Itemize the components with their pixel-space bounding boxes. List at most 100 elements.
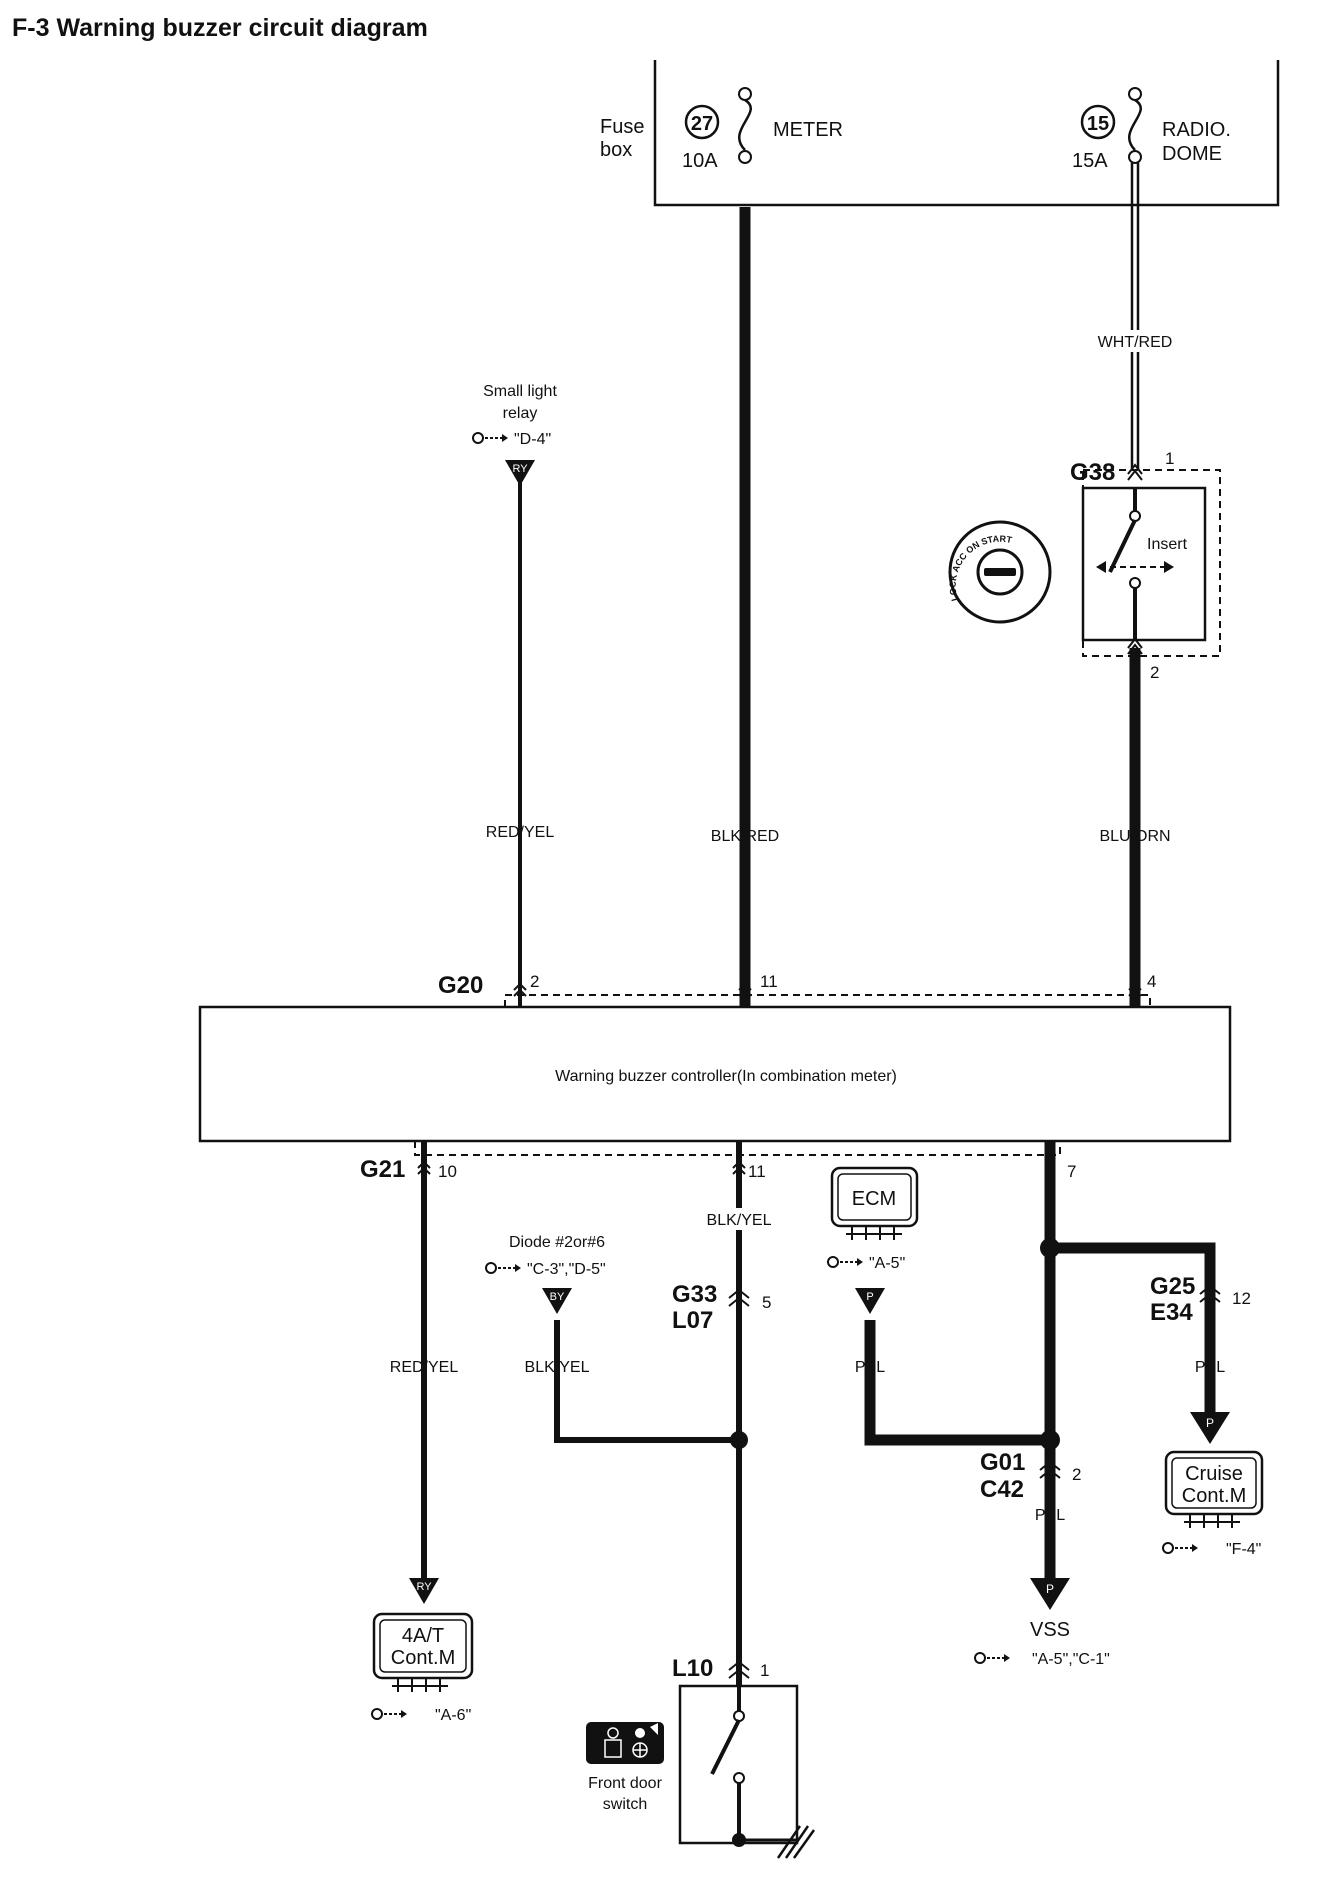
terminal-arrow	[505, 460, 535, 486]
at-control-module: RY 4A/T Cont.M "A-6"	[371, 1578, 474, 1724]
component-label: Front door	[588, 1775, 662, 1792]
fuse-terminal	[1128, 87, 1142, 101]
insert-label: Insert	[1147, 536, 1188, 553]
reference-label: "A-6"	[435, 1707, 471, 1724]
fuse-box-label: Fuse	[600, 116, 644, 138]
wire-ppl-ecm	[864, 1320, 1050, 1446]
reference-eye-icon	[827, 1256, 863, 1268]
reference-eye-icon	[472, 432, 508, 444]
connector-label: G01	[980, 1449, 1025, 1476]
connector-label: E34	[1150, 1299, 1193, 1326]
wire-ppl-cruise	[1050, 1242, 1216, 1412]
terminal-arrow	[855, 1288, 885, 1314]
connector-label: G25	[1150, 1273, 1195, 1300]
pin-number: 2	[1072, 1465, 1081, 1484]
reference-label: "A-5","C-1"	[1032, 1651, 1110, 1668]
controller-label: Warning buzzer controller(In combination…	[555, 1068, 897, 1085]
module-label: Cont.M	[1182, 1485, 1246, 1507]
reference-label: "C-3","D-5"	[527, 1261, 606, 1278]
fuse-terminal	[738, 150, 752, 164]
terminal-arrow	[409, 1578, 439, 1604]
reference-label: "D-4"	[514, 431, 551, 448]
connector-label: G20	[438, 972, 483, 999]
terminal-label: RY	[416, 1581, 432, 1593]
wire-label: RED/YEL	[390, 1359, 459, 1376]
wire-junction	[730, 1431, 748, 1449]
terminal-arrow	[542, 1288, 572, 1314]
connector-g01-c42: G01 C42 2 PPL	[980, 1449, 1081, 1524]
switch-blade	[710, 1719, 741, 1775]
fuse-number: 27	[691, 113, 713, 135]
connector-label: G33	[672, 1281, 717, 1308]
pin-number: 12	[1232, 1289, 1251, 1308]
wire-label: BLK/YEL	[525, 1359, 590, 1376]
pin-number: 10	[438, 1162, 457, 1181]
switch-blade	[1108, 519, 1137, 573]
component-label: Small light	[483, 383, 557, 400]
component-label: relay	[503, 405, 538, 422]
fuse-name: METER	[773, 119, 843, 141]
fuse-15: 15 15A RADIO. DOME	[1072, 87, 1231, 172]
connector-label: G38	[1070, 459, 1115, 486]
vss-output: P VSS "A-5","C-1"	[974, 1578, 1110, 1668]
reference-eye-icon	[371, 1708, 407, 1720]
wire-label: BLU/ORN	[1099, 828, 1170, 845]
wire-label: BLK/YEL	[707, 1212, 772, 1229]
terminal-label: P	[1206, 1416, 1214, 1430]
component-label: switch	[603, 1796, 647, 1813]
fuse-rating: 10A	[682, 150, 718, 172]
connector-label: L10	[672, 1655, 713, 1682]
reference-label: "F-4"	[1226, 1541, 1261, 1558]
fuse-name: DOME	[1162, 143, 1222, 165]
wire-blk-yel-diode	[554, 1320, 739, 1443]
module-label: 4A/T	[402, 1625, 444, 1647]
module-label: ECM	[852, 1188, 896, 1210]
reference-label: "A-5"	[869, 1255, 905, 1272]
page-title: F-3 Warning buzzer circuit diagram	[12, 14, 428, 42]
connector-label: C42	[980, 1476, 1024, 1503]
fuse-27: 27 10A METER	[682, 87, 843, 172]
component-label: Diode #2or#6	[509, 1234, 605, 1251]
terminal-label: BY	[550, 1291, 565, 1303]
fuse-box-label: box	[600, 139, 632, 161]
pin-number: 11	[748, 1162, 766, 1181]
fuse-box: Fuse box 27 10A METER 15 15A RADIO. DOME	[600, 60, 1280, 207]
terminal-arrow	[1190, 1412, 1230, 1444]
connector-g33-l07: G33 L07 5	[672, 1281, 771, 1334]
pin-number: 5	[762, 1293, 771, 1312]
wire-label: PPL	[1195, 1359, 1225, 1376]
ground-icon	[776, 1825, 816, 1859]
terminal-label: P	[1046, 1582, 1054, 1596]
ecm-module: ECM "A-5" P	[827, 1166, 919, 1314]
fuse-box-outline	[653, 60, 1280, 207]
connector-label: L07	[672, 1307, 713, 1334]
terminal-arrow	[1030, 1578, 1070, 1610]
fuse-terminal	[1128, 150, 1142, 164]
fuse-number: 15	[1087, 113, 1109, 135]
reference-eye-icon	[974, 1652, 1010, 1664]
reference-eye-icon	[485, 1262, 521, 1274]
terminal-label: P	[866, 1291, 873, 1303]
pin-number: 4	[1147, 972, 1156, 991]
pin-number: 1	[1165, 449, 1174, 468]
wire-label: PPL	[1035, 1507, 1065, 1524]
pin-number: 11	[760, 972, 778, 991]
module-label: Cruise	[1185, 1463, 1243, 1485]
controller-body	[198, 1005, 1232, 1143]
fuse-number-circle	[684, 104, 720, 140]
fuse-rating: 15A	[1072, 150, 1108, 172]
connector-label: G21	[360, 1156, 405, 1183]
fuse-element-icon	[738, 98, 752, 151]
pin-number: 7	[1067, 1162, 1076, 1181]
pin-number: 2	[530, 972, 539, 991]
reference-eye-icon	[1162, 1542, 1198, 1554]
connector-outline	[504, 994, 1151, 1007]
wire-label: WHT/RED	[1098, 334, 1173, 351]
fuse-element-icon	[1128, 98, 1142, 151]
wire-junction	[1040, 1430, 1060, 1450]
fuse-name: RADIO.	[1162, 119, 1231, 141]
diode-reference: Diode #2or#6 "C-3","D-5" BY	[485, 1234, 606, 1314]
component-label: VSS	[1030, 1619, 1070, 1641]
wire-label: BLK/RED	[711, 828, 779, 845]
cruise-control-module: P Cruise Cont.M "F-4"	[1162, 1412, 1264, 1558]
